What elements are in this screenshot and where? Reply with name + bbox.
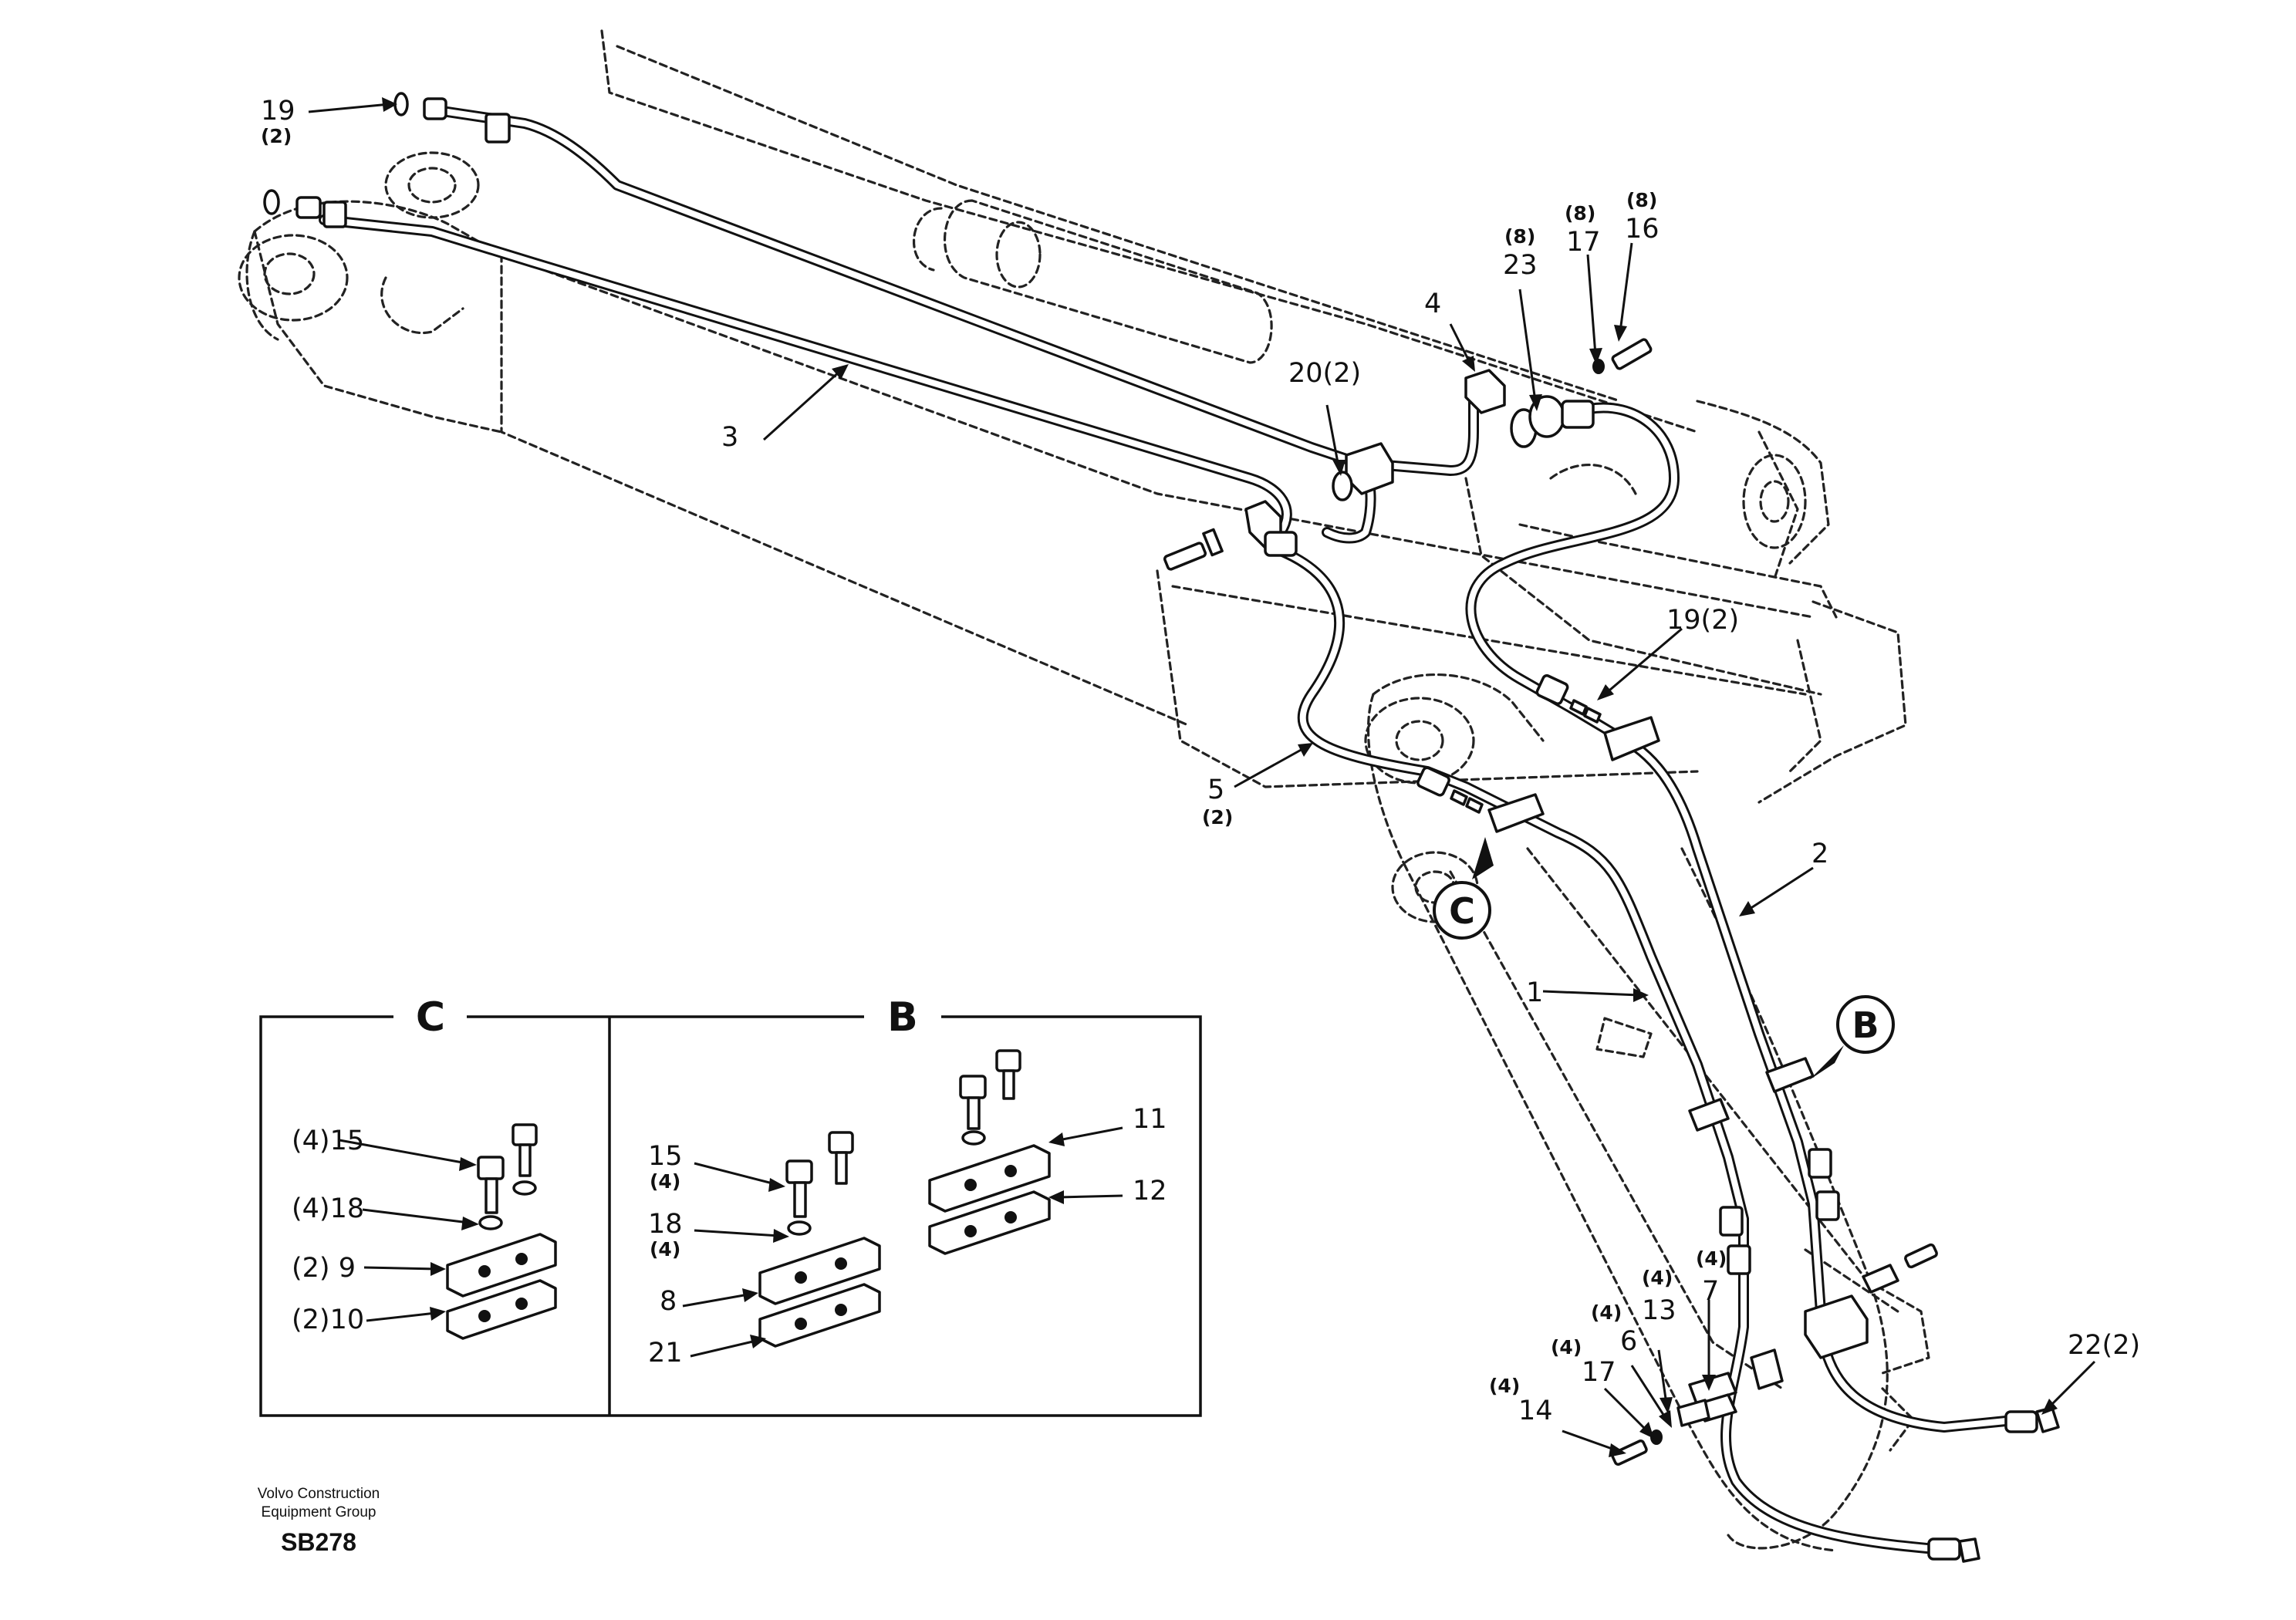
fitting-23	[1510, 395, 1595, 448]
label-6-qty: (4)	[1591, 1301, 1622, 1324]
label-17b-qty: (4)	[1551, 1336, 1582, 1358]
clamp-lower-left	[1611, 1348, 1784, 1466]
footer-line2: Equipment Group	[262, 1504, 376, 1520]
clamp-mid	[1688, 1057, 1815, 1132]
label-6: 6	[1620, 1326, 1637, 1357]
hose-5	[1268, 542, 1957, 1556]
detail-b-label-11: 11	[1133, 1104, 1167, 1135]
detail-b-title: B	[887, 994, 918, 1041]
label-19b: 19(2)	[1666, 605, 1739, 636]
detail-b-label-12: 12	[1133, 1176, 1167, 1207]
footer-line1: Volvo Construction	[258, 1486, 380, 1502]
clamp-20	[1332, 442, 1394, 501]
label-19-qty: (2)	[261, 125, 292, 147]
label-14: 14	[1518, 1396, 1553, 1426]
detail-c-parts: (4)15 (4)18 (2) 9 (2)10	[292, 1123, 557, 1340]
detail-frame: C B	[259, 994, 1202, 1417]
drawing-code: SB278	[281, 1528, 356, 1556]
bolt-left	[1163, 528, 1224, 571]
footer: Volvo Construction Equipment Group SB278	[258, 1486, 380, 1556]
boom-outline	[253, 29, 1907, 804]
detail-b-label-15-qty: (4)	[650, 1170, 680, 1193]
label-5: 5	[1207, 775, 1224, 805]
detail-b-label-18: 18	[648, 1209, 683, 1240]
label-17b: 17	[1582, 1357, 1616, 1388]
fitting-19b	[1535, 674, 1660, 761]
detail-c-label-9: (2) 9	[292, 1253, 356, 1284]
label-7-qty: (4)	[1696, 1247, 1727, 1270]
label-17-qty: (8)	[1565, 202, 1595, 224]
detail-b-parts: 15 (4) 18 (4) 8 21 11 12	[648, 1049, 1167, 1369]
part-labels: 19 (2) 3 20(2) 4 (8) 23 (8) 17 (8) 16 19…	[261, 96, 2140, 1426]
detail-b-label-8: 8	[660, 1286, 677, 1317]
label-14-qty: (4)	[1489, 1375, 1520, 1397]
label-13: 13	[1642, 1295, 1676, 1326]
label-20: 20(2)	[1288, 358, 1361, 389]
detail-c-label-18: (4)18	[292, 1193, 364, 1224]
label-23: 23	[1503, 250, 1538, 281]
dipper-pivot-outline	[1696, 400, 1830, 580]
detail-c-label-10: (2)10	[292, 1304, 364, 1335]
label-19: 19	[261, 96, 295, 127]
boom-foot-outline	[238, 151, 480, 341]
bolt-16	[1592, 338, 1653, 374]
label-1: 1	[1526, 977, 1543, 1008]
leaders	[308, 97, 2096, 1457]
label-23-qty: (8)	[1504, 225, 1535, 248]
fitting-5	[1416, 766, 1545, 833]
boom-cylinder-outline	[913, 199, 1273, 364]
detail-c-label-15: (4)15	[292, 1126, 364, 1156]
label-4: 4	[1424, 289, 1441, 319]
label-16: 16	[1625, 214, 1660, 245]
clamp-center	[1244, 500, 1298, 557]
label-13-qty: (4)	[1642, 1267, 1673, 1289]
fitting-top-left	[263, 92, 511, 228]
clamp-lower-right	[1804, 1243, 1938, 1359]
label-5-qty: (2)	[1202, 806, 1233, 829]
svg-text:C: C	[1449, 890, 1475, 932]
detail-b-label-21: 21	[648, 1338, 683, 1369]
pipe-3	[319, 214, 1292, 538]
label-16-qty: (8)	[1626, 189, 1657, 211]
detail-c-title: C	[416, 994, 445, 1041]
label-17: 17	[1566, 227, 1601, 258]
callout-c: C	[1433, 837, 1494, 940]
label-2: 2	[1811, 839, 1828, 869]
detail-b-label-15: 15	[648, 1141, 683, 1172]
fittings-lower	[1719, 1148, 1840, 1275]
pipe-upper-b	[1352, 380, 1479, 476]
callout-b: B	[1809, 995, 1895, 1080]
label-3: 3	[721, 422, 738, 453]
clamp-4	[1464, 369, 1506, 414]
detail-b-label-18-qty: (4)	[650, 1238, 680, 1261]
svg-text:B: B	[1852, 1004, 1879, 1046]
label-22: 22(2)	[2068, 1330, 2140, 1361]
label-7: 7	[1702, 1276, 1719, 1307]
